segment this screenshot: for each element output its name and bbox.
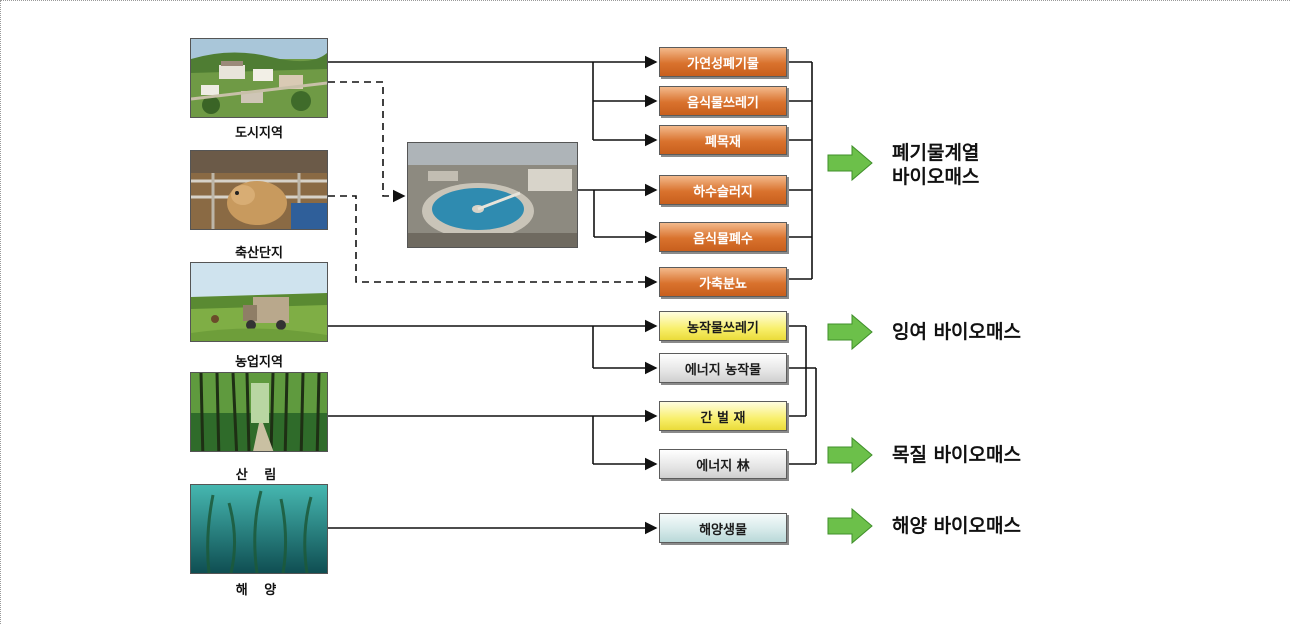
output-box-waste-wood: 폐목재	[659, 125, 787, 155]
output-box-livestock-manure: 가축분뇨	[659, 267, 787, 297]
livestock-complex-photo	[190, 150, 328, 230]
green-arrow-icon	[827, 144, 873, 182]
source-label-forest: 산 림	[235, 468, 283, 483]
source-label-urban: 도시지역	[235, 126, 283, 141]
line-urban-to-plant	[328, 81, 406, 203]
agricultural-area-photo	[190, 262, 328, 342]
treatment-plant-photo	[407, 142, 578, 248]
category-marine-biomass: 해양 바이오매스	[892, 515, 1021, 537]
green-arrow-icon	[827, 436, 873, 474]
output-box-combustible-waste: 가연성폐기물	[659, 47, 787, 77]
forest-photo	[190, 372, 328, 452]
output-box-marine-organism: 해양생물	[659, 513, 787, 543]
output-box-food-waste: 음식물쓰레기	[659, 86, 787, 116]
green-arrow-icon	[827, 507, 873, 545]
ocean-photo	[190, 484, 328, 574]
category-woody-biomass: 목질 바이오매스	[892, 444, 1021, 466]
source-label-livestock: 축산단지	[235, 246, 283, 261]
output-box-energy-crop: 에너지 농작물	[659, 353, 787, 383]
category-waste-line2: 바이오매스	[892, 166, 980, 188]
output-box-food-wastewater: 음식물폐수	[659, 222, 787, 252]
output-box-thinning-wood: 간 벌 재	[659, 401, 787, 431]
green-arrow-icon	[827, 313, 873, 351]
source-label-ocean: 해 양	[235, 583, 283, 598]
category-waste-line1: 폐기물계열	[892, 142, 980, 164]
output-box-sewage-sludge: 하수슬러지	[659, 175, 787, 205]
urban-area-photo	[190, 38, 328, 118]
output-box-crop-waste: 농작물쓰레기	[659, 311, 787, 341]
source-label-agriculture: 농업지역	[235, 355, 283, 370]
category-waste-biomass: 폐기물계열 바이오매스	[892, 141, 979, 189]
category-surplus-biomass: 잉여 바이오매스	[892, 321, 1021, 343]
output-box-energy-forest: 에너지 林	[659, 449, 787, 479]
line-livestock-manure	[328, 195, 658, 289]
